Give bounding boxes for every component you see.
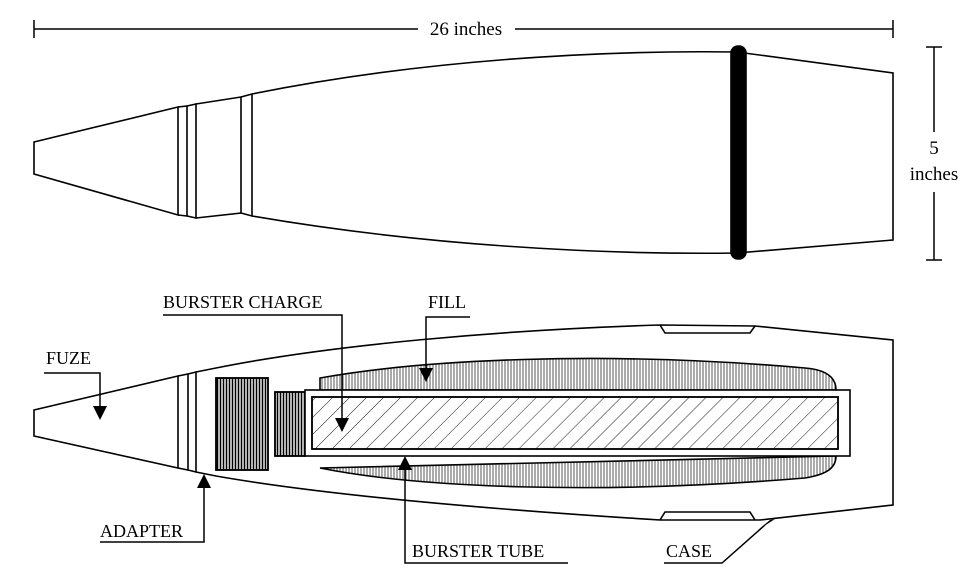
case-outline (195, 324, 894, 521)
case-label: CASE (666, 541, 712, 561)
callouts (44, 314, 766, 564)
burster-charge (311, 396, 839, 450)
projectile-cross-section (33, 324, 894, 521)
fill-bottom (319, 455, 837, 489)
inner-threads (274, 391, 306, 457)
adapter-label: ADAPTER (100, 521, 183, 541)
length-dimension (33, 20, 894, 38)
projectile-exterior (33, 45, 894, 260)
burster-charge-arrowhead (335, 418, 349, 432)
adapter-arrowhead (197, 474, 211, 488)
adapter-threads (215, 377, 269, 471)
burster-tube-arrowhead (398, 456, 412, 470)
burster-charge-label: BURSTER CHARGE (163, 292, 323, 312)
diameter-unit-label: inches (910, 164, 959, 185)
fuze-arrowhead (93, 406, 107, 420)
callout-arrowheads (93, 368, 775, 530)
fuze-label: FUZE (46, 348, 91, 368)
diameter-value-label: 5 (929, 138, 939, 159)
fill-arrowhead (419, 368, 433, 382)
fill-top (319, 357, 837, 391)
case-arrowhead (758, 519, 775, 530)
length-label: 26 inches (430, 19, 502, 40)
burster-tube-label: BURSTER TUBE (412, 541, 544, 561)
fuze-body (33, 374, 179, 469)
fill-label: FILL (428, 292, 466, 312)
diameter-dimension (926, 46, 942, 261)
